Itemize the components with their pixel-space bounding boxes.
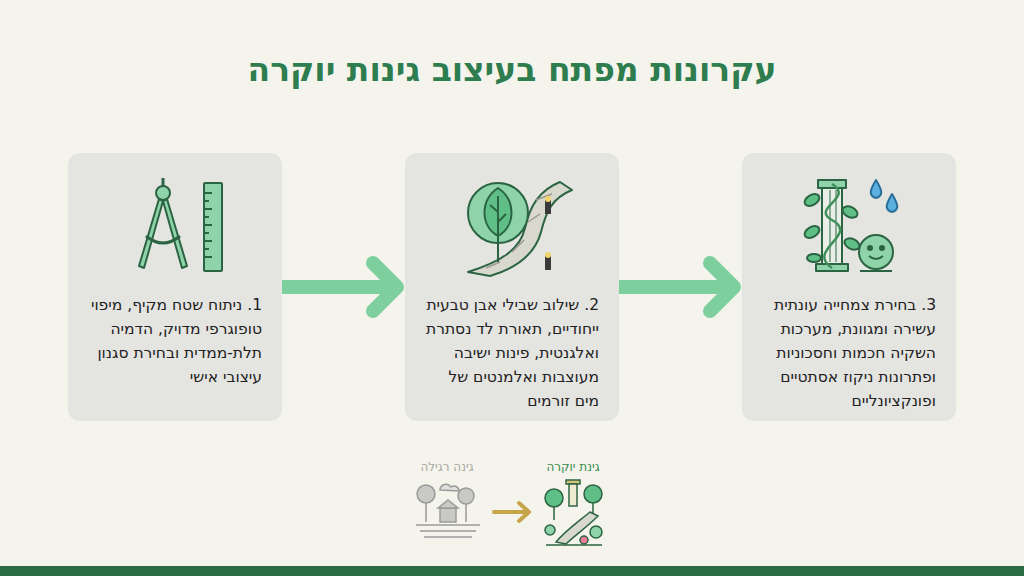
arrow-head [710,263,734,311]
luxury-garden-icon-part [592,503,594,516]
luxury-garden-icon-part [545,489,563,507]
regular-garden-icon-part [440,484,459,491]
luxury-garden-icon-part [556,512,598,544]
luxury-garden-icon-part [545,525,555,535]
luxury-garden-icon [545,480,602,545]
step-text: 1. ניתוח שטח מקיף, מיפוי טופוגרפי מדויק,… [88,293,262,389]
luxury-garden-icon-part [566,480,580,484]
garden-caption: גינה רגילה [420,460,473,474]
flow-arrow [619,263,734,311]
regular-garden-icon-part [438,500,458,508]
luxury-garden-icon-part [553,507,555,520]
comparison-arrow [494,503,529,521]
comparison-arrow-part [494,510,528,514]
regular-garden-icon-part [465,504,467,522]
regular-garden-icon-part [420,530,476,532]
diagram-title: עקרונות מפתח בעיצוב גינות יוקרה [0,50,1024,89]
regular-garden-icon-part [425,503,427,522]
arrow-head [373,263,397,311]
step-box: 3. בחירת צמחייה עונתית עשירה ומגוונת, מע… [742,153,956,421]
step-box: 1. ניתוח שטח מקיף, מיפוי טופוגרפי מדויק,… [68,153,282,421]
regular-garden-icon-part [424,536,472,538]
step-text: 2. שילוב שבילי אבן טבעית ייחודיים, תאורת… [425,293,599,413]
regular-garden-icon-part [458,488,474,504]
arrow-shaft [282,280,393,294]
regular-garden-icon-part [440,508,456,522]
arrow-shaft [619,280,730,294]
footer-band [0,566,1024,576]
luxury-garden-icon-part [590,526,602,538]
luxury-garden-icon-part [546,544,602,546]
regular-garden-icon [416,484,480,537]
luxury-garden-icon-part [580,536,588,544]
regular-garden-icon-part [417,485,435,503]
regular-garden-icon-part [416,524,480,526]
luxury-garden-icon-part [584,485,602,503]
comparison-arrow-part [519,503,529,521]
step-box: 2. שילוב שבילי אבן טבעית ייחודיים, תאורת… [405,153,619,421]
step-text: 3. בחירת צמחייה עונתית עשירה ומגוונת, מע… [762,293,936,413]
flow-arrow [282,263,397,311]
garden-caption: גינת יוקרה [546,460,599,474]
luxury-garden-icon-part [569,484,577,506]
